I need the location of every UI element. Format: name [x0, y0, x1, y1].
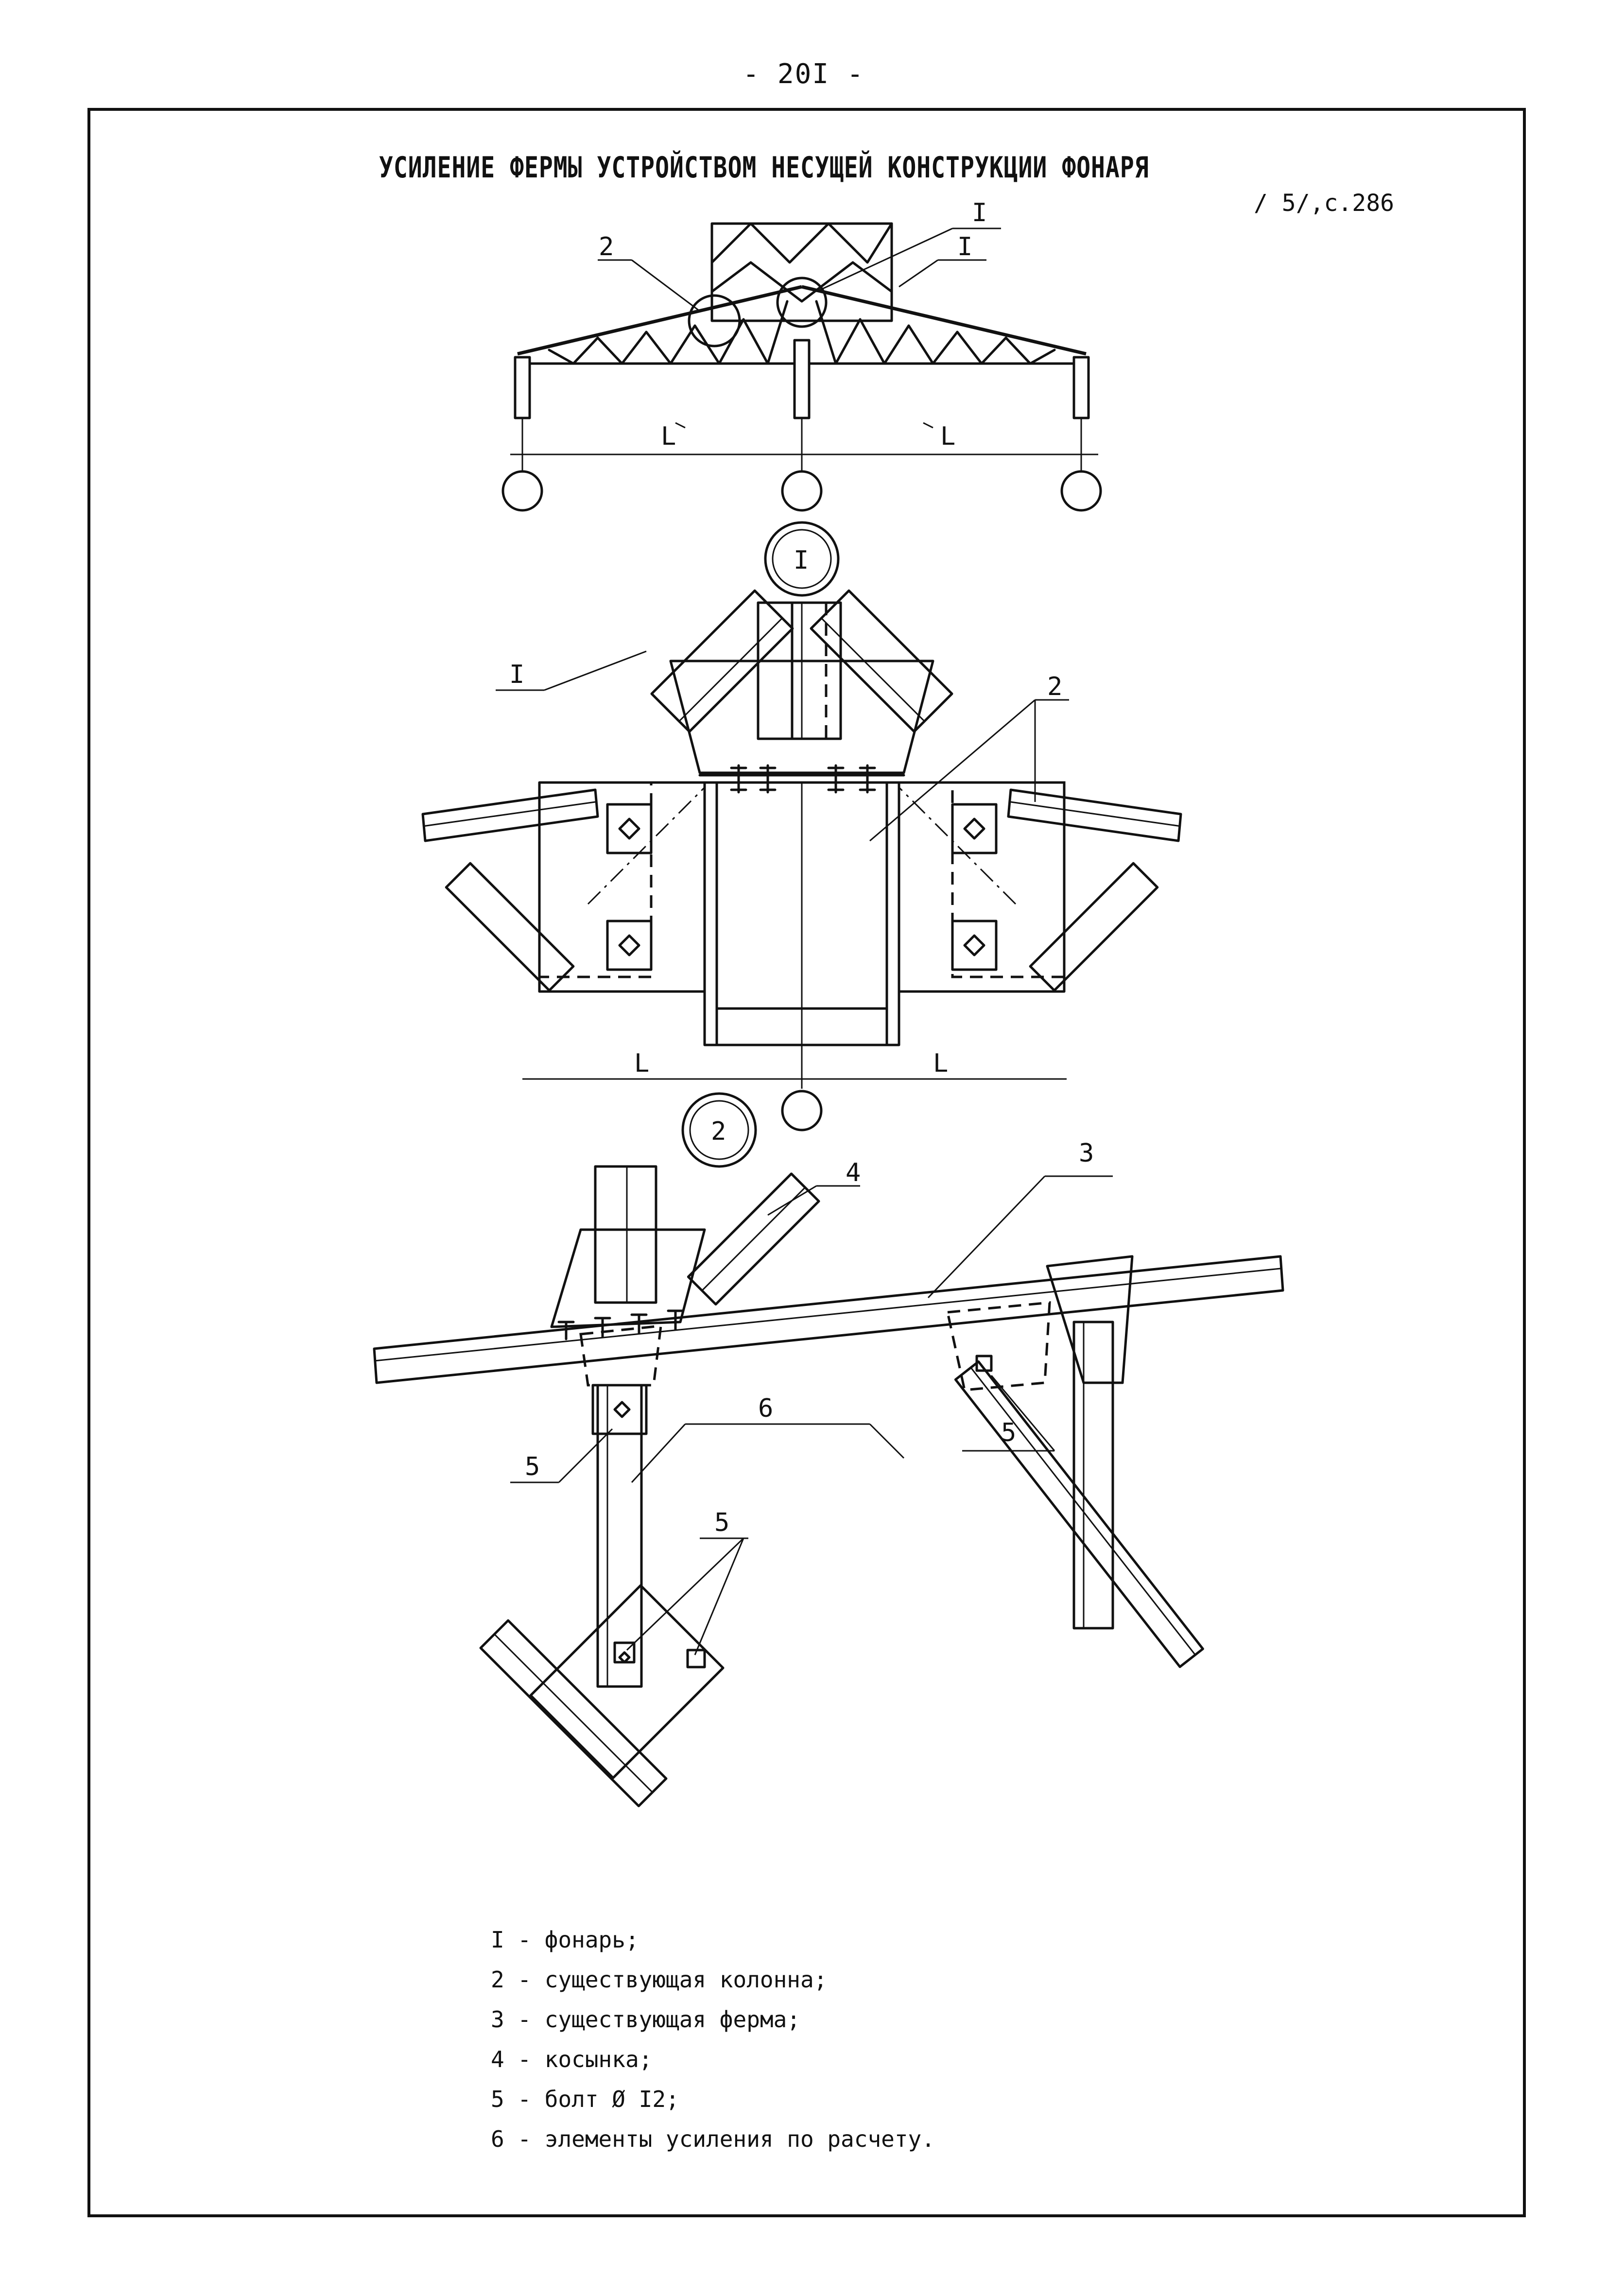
upper-gusset-plate: [669, 660, 934, 774]
existing-truss-chord: [373, 1255, 1284, 1384]
detail-2-callout-bolt-left: 5: [525, 1452, 540, 1481]
center-column: [793, 339, 811, 419]
legend: I - фонарь; 2 - существующая колонна; 3 …: [491, 1920, 935, 2159]
overview-callout-2: 2: [599, 232, 614, 261]
detail-2-callout-gusset: 4: [846, 1158, 861, 1187]
axis-bubble-right: [1060, 470, 1102, 512]
lantern-frame: [710, 222, 893, 322]
detail-1-marker: [776, 277, 828, 328]
detail-1-callout-column: 2: [1047, 672, 1062, 701]
detail-2-marker: [688, 294, 741, 348]
drawing-title: УСИЛЕНИЕ ФЕРМЫ УСТРОЙСТВОМ НЕСУЩЕЙ КОНСТ…: [379, 151, 1149, 185]
overview-span-right: L: [940, 422, 955, 451]
legend-item: 5 - болт Ø I2;: [491, 2086, 679, 2112]
detail-2-callout-reinforcement: 6: [758, 1394, 773, 1423]
right-column: [1072, 356, 1090, 419]
axis-bubble-center: [781, 470, 823, 512]
drawing-frame: [87, 108, 1526, 2217]
detail-1-span-left: L: [634, 1049, 649, 1078]
left-side-gusset: [538, 781, 706, 993]
legend-item: 3 - существующая ферма;: [491, 2006, 800, 2033]
detail-2-node: 2: [373, 1092, 1284, 1808]
axis-bubble-left: [501, 470, 543, 512]
vertical-reinforcement: [596, 1384, 643, 1688]
overview-callout-i-upper: I: [972, 198, 987, 227]
detail-1-title: I: [794, 546, 809, 575]
lantern-post: [757, 601, 842, 740]
detail-2-callout-bolt-right: 5: [1001, 1418, 1016, 1447]
detail-2-callout-bolt-bottom: 5: [714, 1508, 729, 1537]
detail-2-callout-truss: 3: [1079, 1139, 1094, 1168]
overview-truss-elevation: 2 I I L L: [501, 198, 1102, 512]
left-column: [514, 356, 531, 419]
legend-item: 2 - существующая колонна;: [491, 1966, 828, 1993]
overview-span-left: L: [661, 422, 676, 451]
detail-1-span-right: L: [933, 1049, 948, 1078]
legend-item: 4 - косынка;: [491, 2046, 653, 2072]
legend-item: I - фонарь;: [491, 1927, 639, 1953]
source-reference: / 5/,с.286: [1254, 190, 1394, 217]
overview-callout-i-lower: I: [957, 232, 972, 261]
page-number: - 20I -: [743, 58, 864, 90]
legend-item: 6 - элементы усиления по расчету.: [491, 2126, 935, 2152]
detail-1-callout-lantern: I: [509, 660, 524, 689]
right-side-gusset: [898, 781, 1066, 993]
detail-2-title: 2: [711, 1117, 726, 1146]
detail-1-node: I: [421, 521, 1182, 1131]
